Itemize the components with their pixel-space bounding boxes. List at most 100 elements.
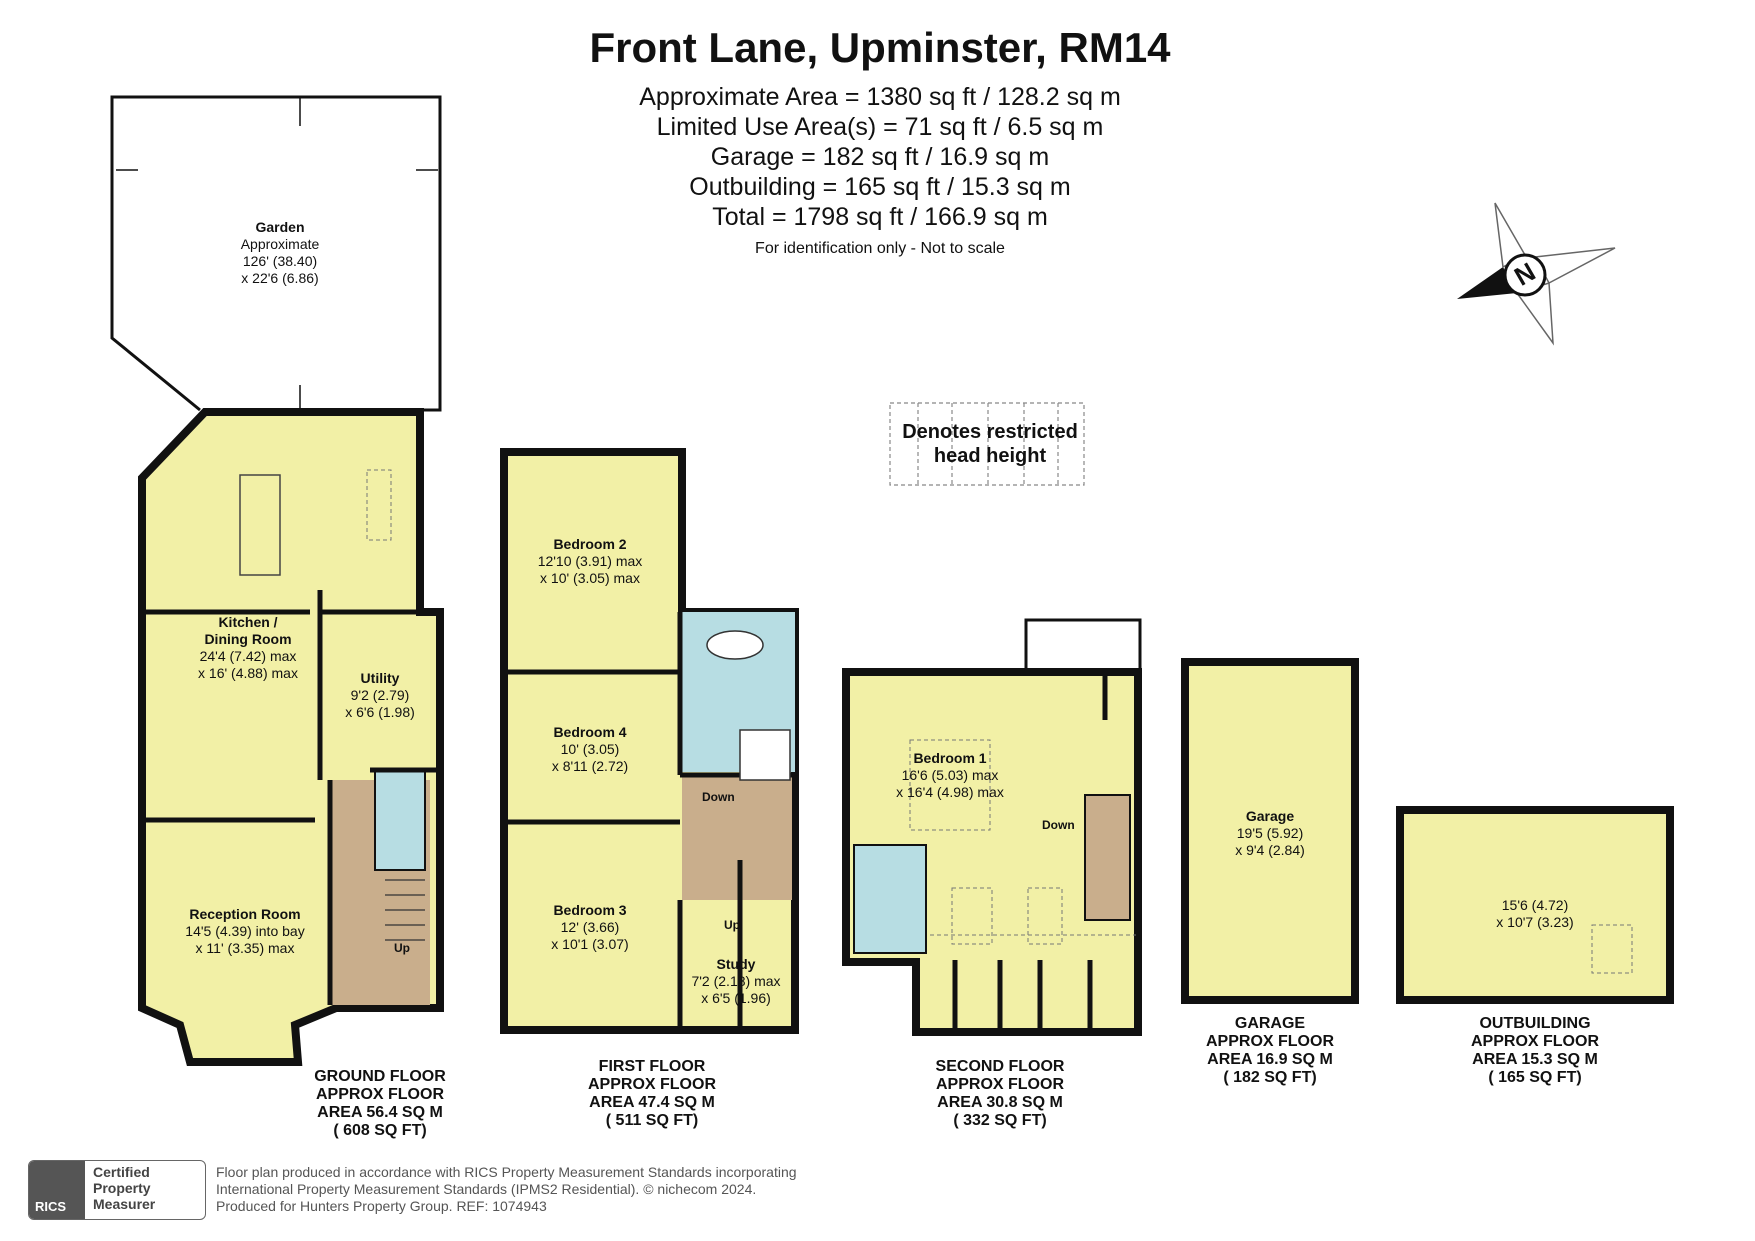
floor-label-second: SECOND FLOOR APPROX FLOOR AREA 30.8 SQ M… [920,1058,1080,1130]
stair-up-ground: Up [394,941,410,955]
room-dim: x 16'4 (4.98) max [896,784,1004,800]
rics-certified-badge: RICS Certified Property Measurer [28,1160,206,1220]
room-bedroom-1: Bedroom 1 16'6 (5.03) max x 16'4 (4.98) … [880,750,1020,801]
room-dim: 7'2 (2.18) max [691,973,781,989]
stair-down-first: Down [702,790,735,804]
room-dim: 19'5 (5.92) [1236,825,1304,841]
room-study: Study 7'2 (2.18) max x 6'5 (1.96) [686,956,786,1007]
room-garage: Garage 19'5 (5.92) x 9'4 (2.84) [1210,808,1330,859]
floor-line: APPROX FLOOR [587,1076,716,1093]
garden-outline [110,95,442,412]
floor-area: AREA 16.9 SQ M [1207,1051,1333,1068]
room-dim: 10' (3.05) [560,741,620,757]
floor-area: AREA 30.8 SQ M [937,1094,1063,1111]
page-title: Front Lane, Upminster, RM14 [589,24,1171,71]
stair-up-first: Up [724,918,740,932]
room-dim: 126' (38.40) [242,253,318,269]
legend-text: Denotes restricted head height [890,420,1090,468]
room-dim: x 6'5 (1.96) [701,990,771,1006]
room-garden: Garden Approximate 126' (38.40) x 22'6 (… [200,219,360,287]
outbuilding-plan [1396,806,1674,1004]
room-name: Garden [255,219,305,235]
room-name: Kitchen / [218,614,278,630]
room-name: Study [716,956,756,972]
room-dim: x 10'1 (3.07) [551,936,629,952]
floor-area-ft: ( 332 SQ FT) [953,1112,1047,1129]
approx-area-line: Approximate Area = 1380 sq ft / 128.2 sq… [639,83,1121,111]
floor-label-first: FIRST FLOOR APPROX FLOOR AREA 47.4 SQ M … [572,1058,732,1130]
second-floor-plan [842,618,1142,1036]
room-dim: x 8'11 (2.72) [551,758,629,774]
disclaimer: For identification only - Not to scale [755,240,1005,257]
rics-cert-text: Certified Property Measurer [93,1164,155,1212]
legend-line-2: head height [933,445,1047,467]
floor-name: OUTBUILDING [1479,1015,1591,1032]
floor-name: FIRST FLOOR [598,1058,706,1075]
floor-line: APPROX FLOOR [1205,1033,1334,1050]
room-reception: Reception Room 14'5 (4.39) into bay x 11… [165,906,325,957]
header: Front Lane, Upminster, RM14 Approximate … [480,24,1280,258]
ground-floor-plan [138,408,444,1066]
stair-down-second: Down [1042,818,1075,832]
room-name: Bedroom 4 [553,724,627,740]
floor-name: GROUND FLOOR [314,1068,446,1085]
room-name: Utility [360,670,400,686]
garage-area-line: Garage = 182 sq ft / 16.9 sq m [710,143,1050,171]
room-dim: x 22'6 (6.86) [241,270,319,286]
floor-area: AREA 56.4 SQ M [317,1104,443,1121]
restricted-height-legend [889,402,1085,486]
garage-plan [1181,658,1359,1004]
floor-label-ground: GROUND FLOOR APPROX FLOOR AREA 56.4 SQ M… [300,1068,460,1140]
room-note: Approximate [240,236,320,252]
floor-line: APPROX FLOOR [935,1076,1064,1093]
total-area-line: Total = 1798 sq ft / 166.9 sq m [712,203,1048,231]
room-dim: 9'2 (2.79) [350,687,410,703]
room-dim: x 9'4 (2.84) [1235,842,1305,858]
room-name: Bedroom 1 [913,750,987,766]
compass-icon [1457,202,1616,346]
room-kitchen-dining: Kitchen / Dining Room 24'4 (7.42) max x … [168,614,328,682]
floor-label-garage: GARAGE APPROX FLOOR AREA 16.9 SQ M ( 182… [1190,1015,1350,1087]
room-dim: x 10'7 (3.23) [1496,914,1574,930]
room-name: Bedroom 2 [553,536,627,552]
room-dim: 16'6 (5.03) max [901,767,999,783]
rics-logo-text: RICS [35,1199,67,1214]
room-bedroom-2: Bedroom 2 12'10 (3.91) max x 10' (3.05) … [520,536,660,587]
room-bedroom-3: Bedroom 3 12' (3.66) x 10'1 (3.07) [520,902,660,953]
room-outbuilding: 15'6 (4.72) x 10'7 (3.23) [1475,897,1595,931]
floor-area-ft: ( 511 SQ FT) [605,1112,699,1129]
room-dim: 24'4 (7.42) max [199,648,297,664]
floor-name: GARAGE [1234,1015,1306,1032]
room-dim: 15'6 (4.72) [1501,897,1569,913]
room-dim: x 10' (3.05) max [540,570,640,586]
outbuilding-area-line: Outbuilding = 165 sq ft / 15.3 sq m [689,173,1071,201]
footer-line-3: Produced for Hunters Property Group. REF… [216,1198,547,1214]
room-bedroom-4: Bedroom 4 10' (3.05) x 8'11 (2.72) [520,724,660,775]
room-name: Reception Room [189,906,301,922]
floor-area: AREA 15.3 SQ M [1472,1051,1598,1068]
floor-label-outbuilding: OUTBUILDING APPROX FLOOR AREA 15.3 SQ M … [1455,1015,1615,1087]
floor-line: APPROX FLOOR [315,1086,444,1103]
floor-area: AREA 47.4 SQ M [589,1094,715,1111]
badge-line: Certified [93,1164,150,1180]
first-floor-plan [500,448,799,1034]
floor-area-ft: ( 182 SQ FT) [1223,1069,1317,1086]
badge-line: Measurer [93,1196,156,1212]
room-dim: x 11' (3.35) max [195,940,295,956]
room-name: Dining Room [204,631,292,647]
floor-line: APPROX FLOOR [1470,1033,1599,1050]
room-dim: 14'5 (4.39) into bay [185,923,305,939]
room-dim: 12'10 (3.91) max [537,553,643,569]
room-name: Bedroom 3 [553,902,627,918]
floor-area-ft: ( 608 SQ FT) [333,1122,427,1139]
floor-area-ft: ( 165 SQ FT) [1488,1069,1582,1086]
rics-logo-icon [29,1161,85,1219]
badge-line: Property [93,1180,151,1196]
room-utility: Utility 9'2 (2.79) x 6'6 (1.98) [320,670,440,721]
limited-use-area-line: Limited Use Area(s) = 71 sq ft / 6.5 sq … [656,113,1104,141]
footer-text: Floor plan produced in accordance with R… [216,1164,797,1215]
footer-line-1: Floor plan produced in accordance with R… [216,1164,797,1180]
room-dim: x 16' (4.88) max [198,665,298,681]
room-name: Garage [1245,808,1295,824]
